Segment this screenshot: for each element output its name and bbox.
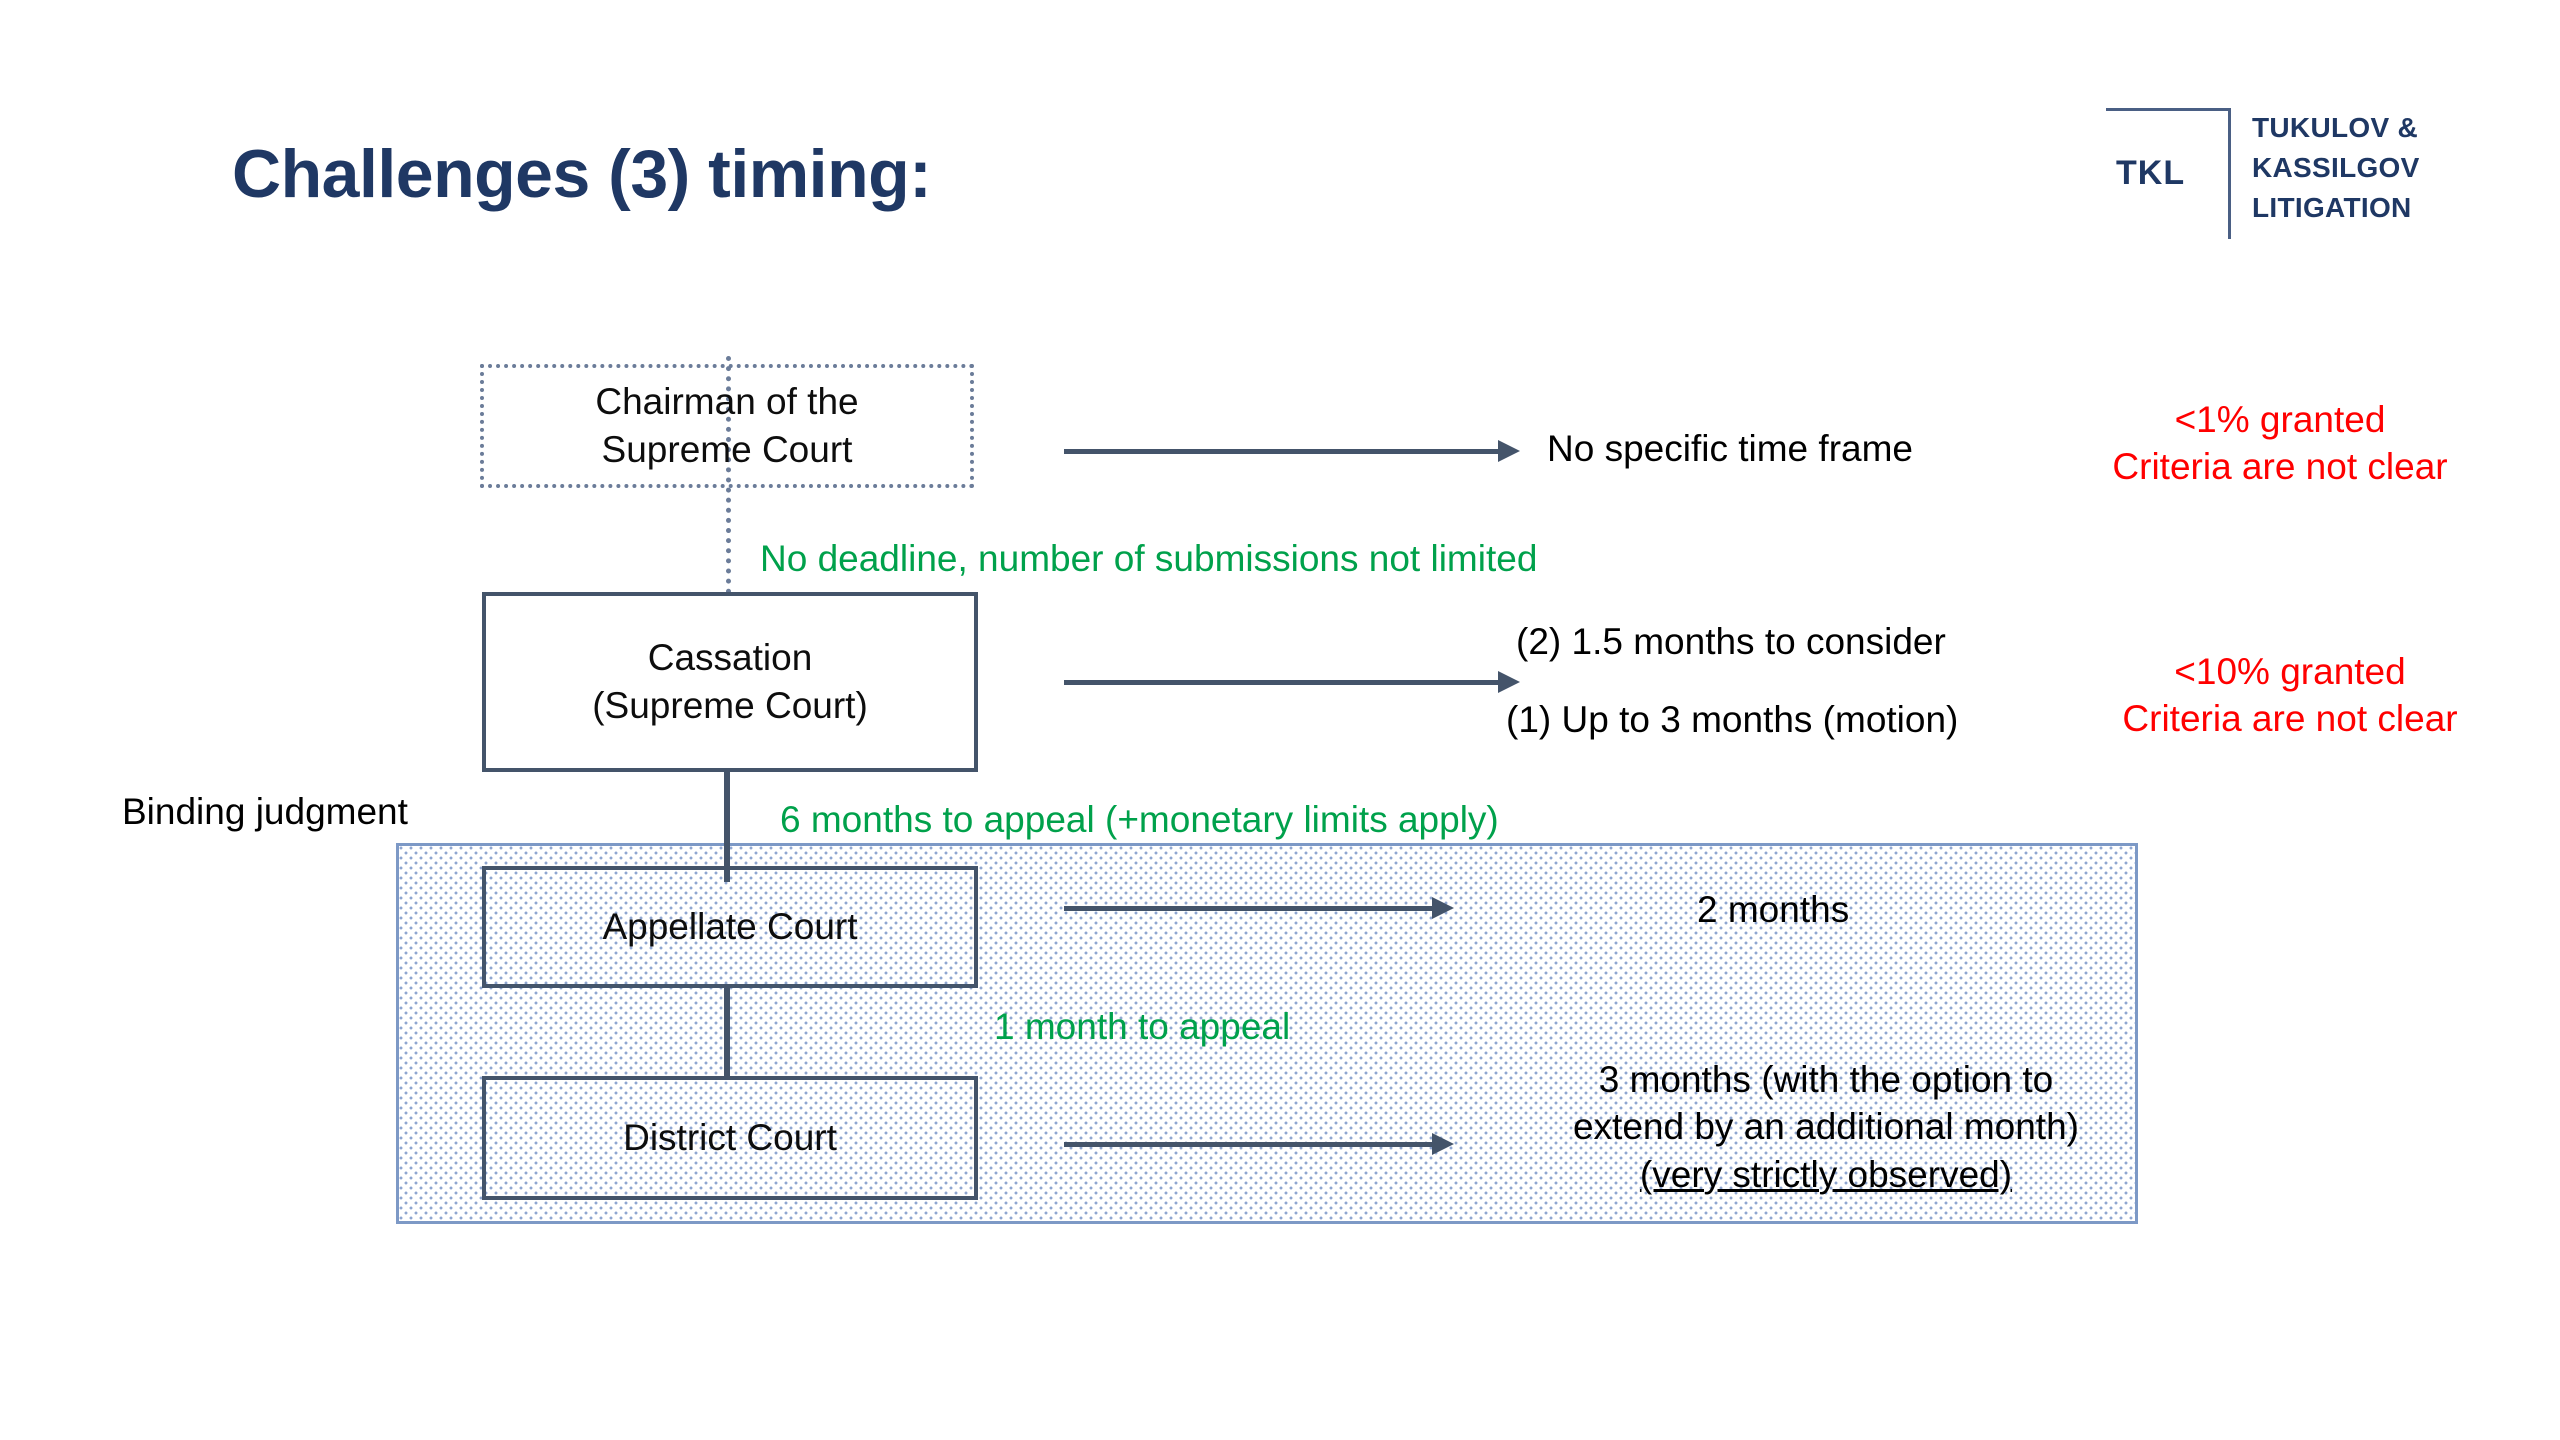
arrow-head-icon	[1432, 1133, 1454, 1155]
node-appellate-court[interactable]: Appellate Court	[482, 866, 978, 988]
logo-wordmark-line-1: TUKULOV &	[2252, 112, 2419, 143]
lower-instance-panel	[396, 843, 2138, 1224]
logo-corner-icon	[2106, 108, 2231, 239]
arrow-shaft	[1064, 906, 1434, 911]
timing-appellate: 2 months	[1697, 889, 1850, 930]
node-appellate-label: Appellate Court	[602, 905, 858, 947]
timing-chairman: No specific time frame	[1547, 428, 1913, 469]
node-chairman-of-supreme-court[interactable]: Chairman of the Supreme Court	[480, 364, 974, 488]
arrow-head-icon	[1498, 671, 1520, 693]
node-chairman-line-2: Supreme Court	[601, 429, 853, 470]
stats-chairman: <1% granted Criteria are not clear	[2060, 396, 2500, 491]
timing-cassation-line-2: (2) 1.5 months to consider	[1516, 621, 1946, 662]
annotation-appellate-to-district: 1 month to appeal	[994, 1006, 1291, 1047]
timing-district: 3 months (with the option to extend by a…	[1516, 1056, 2136, 1198]
arrow-shaft	[1064, 1142, 1434, 1147]
connector-cassation-to-appellate	[724, 770, 730, 882]
arrow-head-icon	[1432, 897, 1454, 919]
stats-chairman-line-1: <1% granted	[2174, 399, 2386, 440]
connector-chairman-to-cassation	[726, 356, 731, 594]
arrow-head-icon	[1498, 440, 1520, 462]
logo: TKL TUKULOV & KASSILGOV LITIGATION	[2106, 108, 2486, 239]
connector-appellate-to-district	[724, 988, 730, 1076]
node-chairman-line-1: Chairman of the	[595, 380, 859, 422]
stats-cassation-line-2: Criteria are not clear	[2122, 698, 2458, 740]
node-district-label: District Court	[623, 1116, 837, 1158]
stats-chairman-line-2: Criteria are not clear	[2112, 446, 2448, 488]
timing-cassation-line-1: (1) Up to 3 months (motion)	[1506, 699, 1959, 740]
logo-wordmark: TUKULOV & KASSILGOV LITIGATION	[2252, 108, 2420, 227]
label-binding-judgment: Binding judgment	[122, 791, 408, 832]
arrow-shaft	[1064, 680, 1500, 685]
page-title: Challenges (3) timing:	[232, 136, 932, 212]
timing-district-line-1: 3 months (with the option to	[1598, 1059, 2054, 1100]
annotation-cassation-to-appellate: 6 months to appeal (+monetary limits app…	[780, 799, 1499, 840]
timing-district-line-3: (very strictly observed)	[1639, 1153, 2013, 1195]
node-cassation-supreme-court[interactable]: Cassation (Supreme Court)	[482, 592, 978, 772]
logo-wordmark-line-3: LITIGATION	[2252, 191, 2412, 223]
arrow-shaft	[1064, 449, 1500, 454]
node-cassation-line-1: Cassation	[647, 636, 813, 678]
node-district-court[interactable]: District Court	[482, 1076, 978, 1200]
node-cassation-line-2: (Supreme Court)	[592, 685, 868, 726]
timing-district-line-2: extend by an additional month)	[1572, 1106, 2079, 1148]
logo-monogram: TKL	[2116, 154, 2186, 192]
logo-wordmark-line-2: KASSILGOV	[2252, 151, 2420, 183]
annotation-chairman-to-cassation: No deadline, number of submissions not l…	[760, 538, 1538, 579]
stats-cassation-line-1: <10% granted	[2174, 651, 2406, 692]
stats-cassation: <10% granted Criteria are not clear	[2070, 648, 2510, 743]
